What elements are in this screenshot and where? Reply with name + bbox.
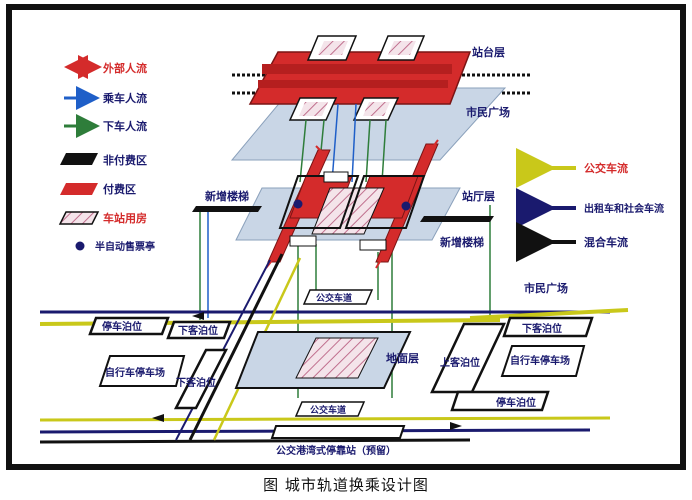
stair-left-label: 新增楼梯 — [205, 189, 249, 203]
drop-left-label: 下客泊位 — [178, 324, 218, 337]
plaza-right-label: 市民广场 — [524, 281, 568, 295]
ticket-booth-right — [401, 201, 411, 211]
drop-bottom-box — [173, 348, 229, 410]
legend-right: 公交车流 出租车和社会车流 混合车流 — [516, 148, 664, 262]
stair-right — [420, 216, 494, 222]
bus-bay-label: 公交港湾式停靠站（预留） — [276, 444, 396, 457]
concourse-room — [311, 187, 385, 235]
bike-right-label: 自行车停车场 — [510, 354, 570, 367]
stair-right-label: 新增楼梯 — [440, 235, 484, 249]
legend-left: 外部人流 乘车人流 下车人流 非付费区 付费区 车站用房 半自动售票亭 — [58, 55, 155, 253]
legend-label-1: 外部人流 — [102, 61, 147, 75]
black-block-icon — [60, 153, 98, 165]
drop-left-box — [166, 320, 232, 340]
taxi-stand-right-label: 停车泊位 — [496, 396, 536, 409]
bus-lane-box-bottom — [294, 401, 366, 417]
legend-label-2: 乘车人流 — [102, 91, 147, 105]
legend-label-3: 下车人流 — [103, 119, 147, 133]
ticket-booth-left — [293, 199, 303, 209]
ground-level — [39, 253, 629, 444]
bike-right — [500, 345, 586, 377]
ground-room — [295, 337, 379, 379]
bus-bay — [270, 425, 406, 439]
hatched-block-icon — [58, 211, 100, 225]
drop-right-label: 下客泊位 — [522, 322, 562, 335]
legend-label-4: 非付费区 — [103, 153, 147, 167]
legend-right-label-2: 出租车和社会车流 — [584, 202, 664, 215]
bus-lane-bottom-label: 公交车道 — [310, 404, 346, 416]
dot-icon — [75, 241, 85, 251]
legend-label-5: 付费区 — [103, 182, 136, 196]
drop-right-box — [502, 316, 594, 338]
taxi-stand-left — [88, 316, 170, 336]
red-block-icon — [60, 183, 98, 195]
legend-right-label-1: 公交车流 — [584, 161, 628, 175]
stair-left — [192, 206, 262, 212]
bike-left — [98, 355, 186, 387]
concourse-level — [192, 139, 494, 269]
bus-lane-box-top — [302, 289, 374, 305]
concourse-label: 站厅层 — [462, 189, 495, 203]
bike-left-label: 自行车停车场 — [105, 366, 165, 379]
legend-label-6: 车站用房 — [103, 211, 147, 225]
figure-caption: 图 城市轨道换乘设计图 — [263, 476, 429, 494]
plaza-top-label: 市民广场 — [466, 105, 510, 119]
platform-label: 站台层 — [472, 45, 505, 59]
legend-right-label-3: 混合车流 — [584, 235, 628, 249]
ground-label: 地面层 — [386, 351, 419, 365]
legend-label-7: 半自动售票亭 — [95, 240, 155, 253]
bus-lane-label: 公交车道 — [316, 292, 352, 304]
taxi-stand-left-label: 停车泊位 — [102, 320, 142, 333]
platform-body — [248, 51, 472, 105]
drop-bottom-label: 下客泊位 — [176, 376, 216, 389]
pickup-right-label: 上客泊位 — [440, 356, 480, 369]
taxi-stand-right — [450, 390, 550, 412]
